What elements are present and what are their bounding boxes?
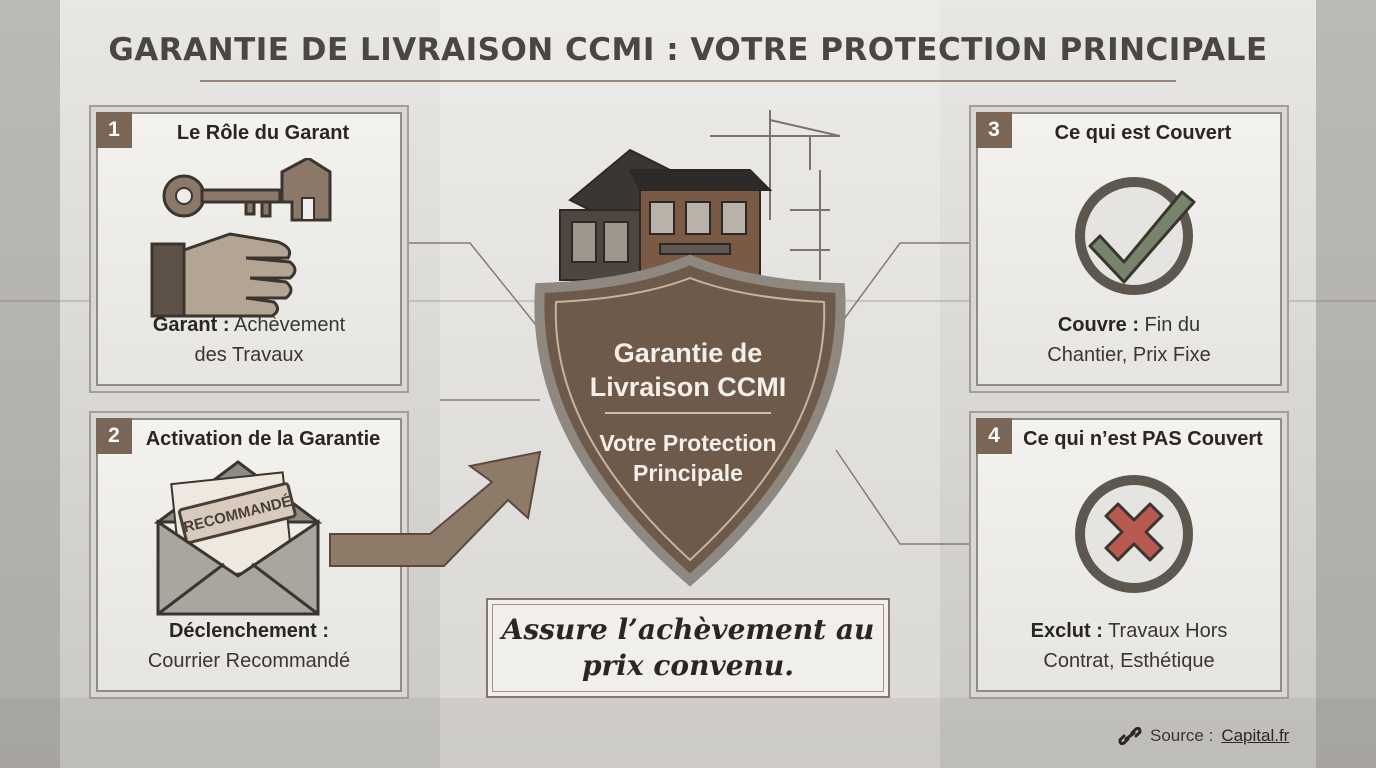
- shield-divider: [605, 412, 771, 414]
- check-circle-icon: [1075, 177, 1196, 295]
- shield-title: Garantie de Livraison CCMI: [589, 338, 787, 402]
- card-title: Ce qui n’est PAS Couvert: [1023, 428, 1263, 450]
- card-description: Déclenchement :Courrier Recommandé: [147, 620, 351, 672]
- source-link[interactable]: Capital.fr: [1221, 726, 1290, 745]
- key-hand-icon: [150, 158, 332, 318]
- card-number: 4: [976, 418, 1012, 454]
- card-title: Ce qui est Couvert: [1054, 122, 1232, 144]
- card-title: Le Rôle du Garant: [176, 122, 350, 144]
- source-credit: Source : Capital.fr: [1118, 726, 1289, 746]
- card-number: 3: [976, 112, 1012, 148]
- card-number: 2: [96, 418, 132, 454]
- page-title: GARANTIE DE LIVRAISON CCMI : VOTRE PROTE…: [108, 32, 1268, 68]
- shield-subtitle: Votre Protection Principale: [599, 430, 777, 486]
- card-number: 1: [96, 112, 132, 148]
- source-label: Source :: [1150, 726, 1214, 745]
- card-activation: 2 Activation de la Garantie RECOMMANDÉ D…: [96, 418, 402, 692]
- motto-text: Assure l’achèvement au prix convenu.: [501, 613, 875, 682]
- motto-frame: [486, 598, 890, 698]
- shield-house-illustration: [534, 110, 846, 587]
- card-pas-couvert: 4 Ce qui n’est PAS Couvert Exclut : Trav…: [976, 418, 1282, 692]
- link-icon: [1118, 727, 1142, 745]
- title-divider: [200, 80, 1176, 82]
- registered-letter-icon: RECOMMANDÉ: [154, 460, 323, 616]
- x-circle-icon: [1075, 475, 1193, 593]
- card-title: Activation de la Garantie: [145, 428, 381, 450]
